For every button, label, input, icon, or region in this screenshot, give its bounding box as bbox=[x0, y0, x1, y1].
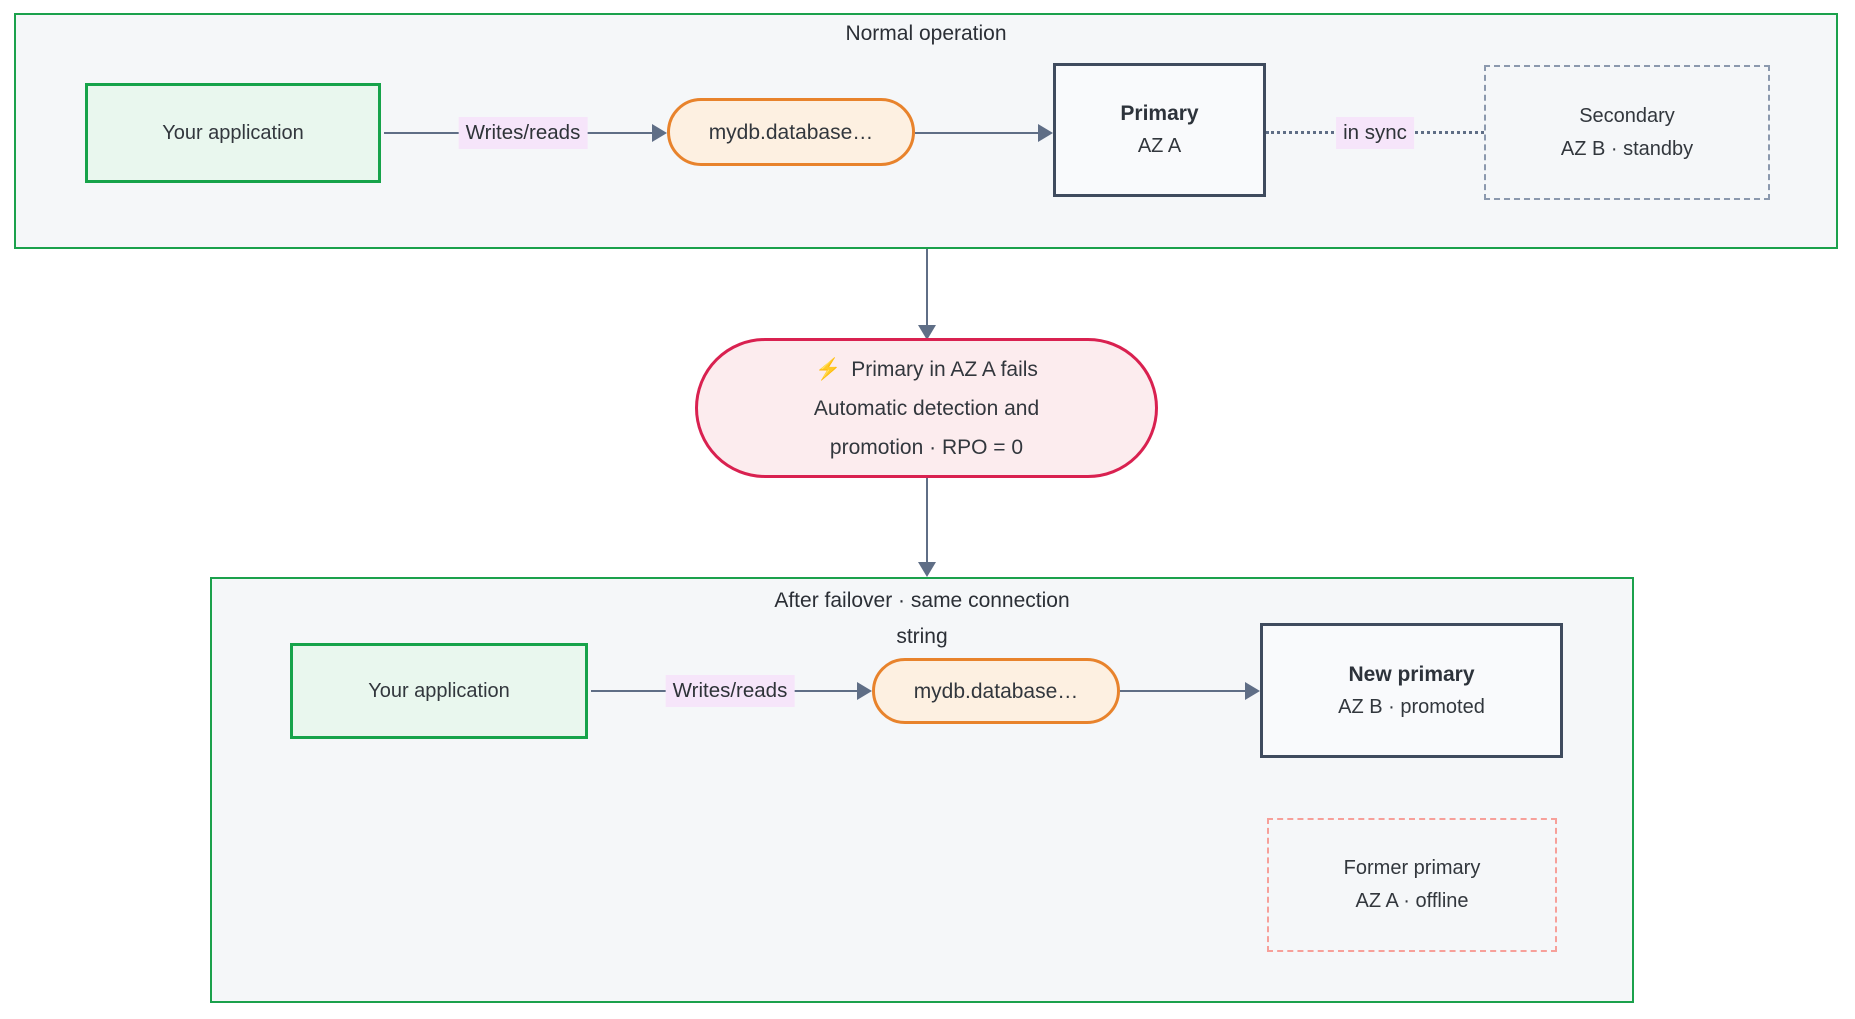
arrowhead-endpoint-after bbox=[857, 682, 872, 700]
endpoint-after-label: mydb.database… bbox=[913, 679, 1079, 703]
new-primary-node: New primary AZ B · promoted bbox=[1260, 623, 1563, 758]
event-line-1-text: Primary in AZ A fails bbox=[851, 357, 1038, 381]
edge-endpoint-to-newprimary bbox=[1120, 690, 1246, 692]
app-node-after-label: Your application bbox=[368, 679, 510, 702]
after-failover-title: After failover · same connection string bbox=[210, 583, 1634, 655]
arrowhead-after bbox=[918, 562, 936, 577]
secondary-subtitle: AZ B · standby bbox=[1560, 137, 1694, 160]
normal-operation-title: Normal operation bbox=[845, 22, 1007, 45]
event-line-3: promotion · RPO = 0 bbox=[829, 435, 1024, 459]
arrowhead-primary bbox=[1038, 124, 1053, 142]
endpoint-label: mydb.database… bbox=[708, 120, 874, 144]
after-failover-title-line1: After failover · same connection bbox=[774, 589, 1070, 612]
secondary-title: Secondary bbox=[1579, 104, 1675, 127]
writes-reads-label-normal: Writes/reads bbox=[458, 117, 588, 149]
former-primary-node: Former primary AZ A · offline bbox=[1267, 818, 1557, 952]
lightning-icon: ⚡ bbox=[815, 357, 842, 381]
after-failover-title-line2: string bbox=[896, 625, 948, 648]
app-node-label: Your application bbox=[162, 121, 304, 144]
writes-reads-label-after: Writes/reads bbox=[665, 675, 795, 707]
former-primary-title: Former primary bbox=[1343, 857, 1481, 879]
in-sync-label: in sync bbox=[1336, 117, 1414, 149]
arrowhead-newprimary bbox=[1245, 682, 1260, 700]
edge-event-to-after bbox=[926, 478, 928, 563]
primary-subtitle: AZ A bbox=[1137, 135, 1182, 157]
event-line-1: ⚡ Primary in AZ A fails bbox=[815, 350, 1038, 389]
arrowhead-event bbox=[918, 325, 936, 340]
failover-event-node: ⚡ Primary in AZ A fails Automatic detecti… bbox=[695, 338, 1158, 478]
endpoint-node-after: mydb.database… bbox=[872, 658, 1120, 724]
app-node-after: Your application bbox=[290, 643, 588, 739]
edge-endpoint-to-primary bbox=[915, 132, 1039, 134]
primary-node: Primary AZ A bbox=[1053, 63, 1266, 197]
new-primary-subtitle: AZ B · promoted bbox=[1338, 695, 1485, 718]
edge-normal-to-event bbox=[926, 249, 928, 326]
primary-title: Primary bbox=[1120, 102, 1199, 125]
secondary-node: Secondary AZ B · standby bbox=[1484, 65, 1770, 200]
new-primary-title: New primary bbox=[1348, 662, 1475, 686]
event-line-2: Automatic detection and bbox=[813, 396, 1040, 420]
endpoint-node-normal: mydb.database… bbox=[667, 98, 915, 166]
app-node-normal: Your application bbox=[85, 83, 381, 183]
former-primary-subtitle: AZ A · offline bbox=[1355, 890, 1469, 912]
arrowhead-endpoint bbox=[652, 124, 667, 142]
